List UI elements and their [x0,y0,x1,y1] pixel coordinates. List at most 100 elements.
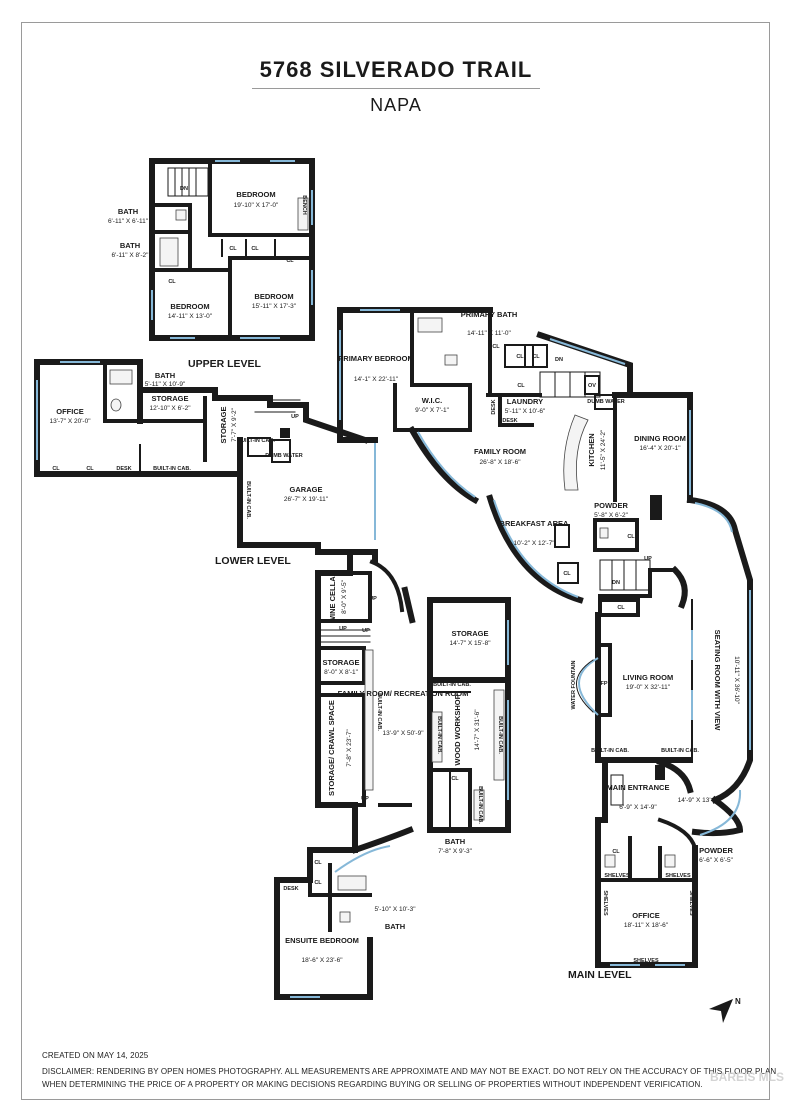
svg-text:CL: CL [532,354,540,360]
main-level-plan: CL CL CL CL DN OV DUMB WATER DESK DESK P… [337,307,753,981]
property-city: NAPA [370,95,422,115]
svg-text:5'-10" X 10'-3": 5'-10" X 10'-3" [374,906,416,913]
room-storage-crawl: STORAGE/ CRAWL SPACE [327,700,336,796]
page-frame [21,22,770,1100]
svg-text:7'-8" X 9'-3": 7'-8" X 9'-3" [438,848,473,855]
room-powder-2: POWDER [699,846,733,855]
svg-text:BUILT-IN CAB.: BUILT-IN CAB. [661,748,699,754]
room-primary-bedroom: PRIMARY BEDROOM [338,354,413,363]
room-storage-2: STORAGE [219,407,228,444]
svg-text:8'-0" X 8'-1": 8'-0" X 8'-1" [324,669,359,676]
svg-text:5'-11" X 10'-6": 5'-11" X 10'-6" [505,408,546,415]
room-office-main: OFFICE [632,911,660,920]
svg-text:BUILT-IN CAB.: BUILT-IN CAB. [376,693,382,731]
disclaimer-line-1: DISCLAIMER: RENDERING BY OPEN HOMES PHOT… [42,1067,777,1076]
room-bedroom-1: BEDROOM [236,190,275,199]
room-powder-1: POWDER [594,501,628,510]
room-bath-lower-2: BATH [445,837,465,846]
svg-text:SHELVES: SHELVES [688,890,694,916]
room-breakfast: BREAKFAST AREA [500,519,569,528]
svg-text:CL: CL [612,849,620,855]
garage-outline [237,471,353,555]
room-storage-1: STORAGE [152,394,189,403]
svg-text:FP: FP [600,681,607,687]
svg-text:8'-0" X 9'-5": 8'-0" X 9'-5" [341,579,348,614]
svg-text:19'-10" X 17'-0": 19'-10" X 17'-0" [234,202,279,209]
svg-text:13'-7" X 20'-0": 13'-7" X 20'-0" [49,418,91,425]
room-wic: W.I.C. [422,396,442,405]
svg-text:CL: CL [627,534,635,540]
svg-text:14'-11" X 13'-0": 14'-11" X 13'-0" [168,313,213,320]
disclaimer-line-2: WHEN DETERMINING THE PRICE OF A PROPERTY… [42,1080,703,1089]
svg-text:10'-2" X 12'-7": 10'-2" X 12'-7" [513,540,555,547]
north-arrow-icon: N [709,997,741,1023]
room-family-main: FAMILY ROOM [474,447,526,456]
svg-text:UP: UP [369,596,377,602]
svg-text:6'-11" X 8'-2": 6'-11" X 8'-2" [112,252,150,259]
room-office-lower: OFFICE [56,407,84,416]
seating-outline [686,496,753,804]
svg-text:CL: CL [563,571,571,577]
lower-level-label: LOWER LEVEL [215,555,291,567]
room-primary-bath: PRIMARY BATH [461,310,518,319]
svg-text:SHELVES: SHELVES [633,958,659,964]
svg-text:6'-11" X 6'-11": 6'-11" X 6'-11" [108,218,149,225]
svg-text:UP: UP [644,556,652,562]
svg-text:OV: OV [588,383,596,389]
room-bedroom-2: BEDROOM [170,302,209,311]
svg-text:DESK: DESK [116,466,131,472]
svg-text:CL: CL [251,246,259,252]
svg-text:16'-4" X 20'-1": 16'-4" X 20'-1" [639,445,681,452]
room-dining: DINING ROOM [634,434,686,443]
svg-text:15'-11" X 17'-3": 15'-11" X 17'-3" [252,303,297,310]
svg-text:DN: DN [612,580,620,586]
svg-text:11'-5" X 24'-2": 11'-5" X 24'-2" [600,429,607,470]
svg-text:CL: CL [229,246,237,252]
svg-text:CL: CL [168,279,176,285]
upper-level-label: UPPER LEVEL [188,358,262,370]
entrance-outline [595,757,608,841]
svg-text:CL: CL [86,466,94,472]
ensuite-outline [274,847,373,1000]
svg-text:UP: UP [361,796,369,802]
svg-text:6'-9" X 14'-9": 6'-9" X 14'-9" [619,804,657,811]
lower-level-plan: UP BUILT-IN CAB. DUMB WATER CL CL DESK B… [34,359,511,1000]
svg-text:14'-1" X 22'-11": 14'-1" X 22'-11" [354,376,399,383]
room-ensuite-bedroom: ENSUITE BEDROOM [285,936,359,945]
created-date: CREATED ON MAY 14, 2025 [42,1051,149,1060]
svg-text:13'-9" X 50'-9": 13'-9" X 50'-9" [382,730,424,737]
svg-text:SHELVES: SHELVES [604,873,630,879]
svg-text:BUILT-IN CAB.: BUILT-IN CAB. [591,748,629,754]
room-storage-3: STORAGE [323,658,360,667]
svg-text:DUMB WATER: DUMB WATER [265,453,303,459]
svg-text:10'-11" X 36'-10": 10'-11" X 36'-10" [733,656,740,705]
room-bath-lower: BATH [155,371,175,380]
svg-text:WATER FOUNTAIN: WATER FOUNTAIN [571,660,577,709]
room-laundry: LAUNDRY [507,397,543,406]
svg-text:CL: CL [314,860,322,866]
powder-1-outline [593,518,639,552]
room-storage-4: STORAGE [452,629,489,638]
svg-text:DUMB WATER: DUMB WATER [587,399,625,405]
svg-text:CL: CL [52,466,60,472]
svg-text:DESK: DESK [283,886,298,892]
svg-text:14'-7" X 31'-6": 14'-7" X 31'-6" [474,709,481,751]
svg-text:CL: CL [617,605,625,611]
svg-text:DESK: DESK [502,418,517,424]
room-main-entrance: MAIN ENTRANCE [607,783,670,792]
room-kitchen: KITCHEN [587,433,596,466]
svg-text:18'-6" X 23'-6": 18'-6" X 23'-6" [301,957,343,964]
entry-dims: 14'-9" X 13'-10" [678,797,723,804]
svg-text:9'-0" X 7'-1": 9'-0" X 7'-1" [415,407,450,414]
room-bedroom-3: BEDROOM [254,292,293,301]
shelves-label: SHELVES [197,335,223,341]
svg-text:SHELVES: SHELVES [665,873,691,879]
svg-text:BUILT-IN CAB.: BUILT-IN CAB. [477,786,483,824]
svg-text:CL: CL [451,776,459,782]
room-family-recreation: FAMILY ROOM/ RECREATION ROOM [338,689,469,698]
svg-text:18'-11" X 18'-6": 18'-11" X 18'-6" [624,922,669,929]
svg-text:26'-8" X 18'-6": 26'-8" X 18'-6" [479,459,521,466]
title-divider [252,88,540,89]
svg-text:5'-11" X 10'-9": 5'-11" X 10'-9" [145,381,186,388]
